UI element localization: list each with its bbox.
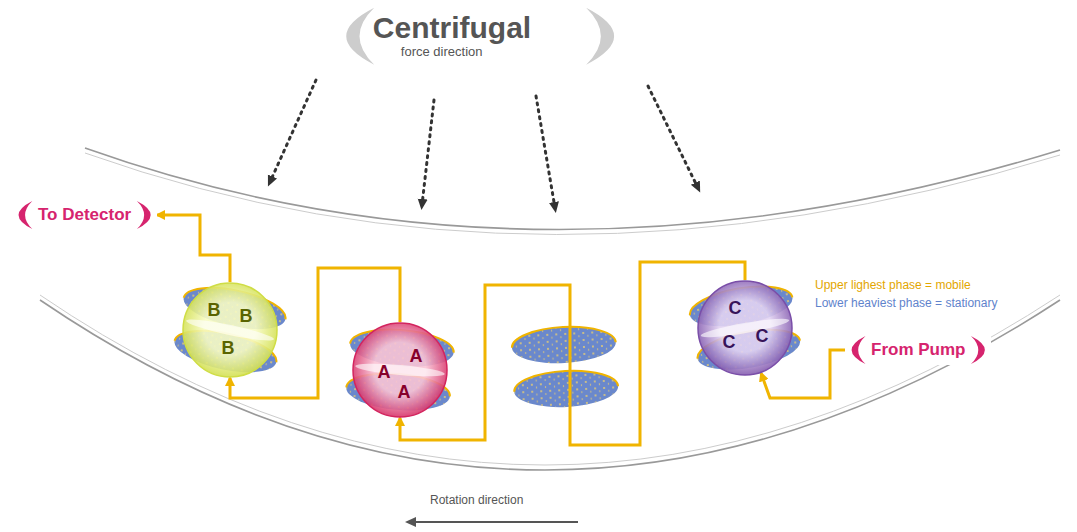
partition-cell bbox=[171, 280, 289, 380]
heading-text: Centrifugal bbox=[373, 12, 531, 44]
port-text: From Pump bbox=[871, 340, 965, 360]
direction-label: Rotation direction bbox=[430, 493, 523, 507]
partition-cell bbox=[511, 324, 619, 409]
phase-letter: B bbox=[222, 338, 235, 359]
phase-droplet: BBB bbox=[182, 282, 278, 378]
rotor-wall bbox=[40, 295, 1060, 465]
phase-letter: C bbox=[729, 298, 742, 319]
rotor-wall bbox=[85, 148, 1060, 230]
legend-text: Upper lighest phase = mobile bbox=[815, 278, 971, 292]
partition-cell bbox=[687, 280, 803, 377]
rotor-wall bbox=[85, 153, 1060, 235]
phase-letter: A bbox=[398, 382, 411, 403]
legend-row: Lower heaviest phase = stationary bbox=[815, 294, 997, 312]
droplet-shape bbox=[697, 280, 793, 376]
flow-tube bbox=[157, 215, 230, 282]
port-text: To Detector bbox=[38, 205, 131, 225]
force-arrow bbox=[270, 80, 698, 208]
subheading-text: force direction bbox=[401, 44, 531, 59]
port-label: To Detector bbox=[12, 200, 157, 230]
force-heading: Centrifugalforce direction bbox=[333, 6, 627, 67]
phase-droplet: AAA bbox=[352, 322, 448, 418]
phase-letter: C bbox=[723, 332, 736, 353]
phase-letter: B bbox=[208, 300, 221, 321]
phase-letter: C bbox=[756, 326, 769, 347]
flow-tube bbox=[400, 262, 745, 445]
legend: Upper lighest phase = mobileLower heavie… bbox=[815, 276, 997, 312]
phase-letter: A bbox=[410, 346, 423, 367]
droplet-shape bbox=[182, 282, 278, 378]
legend-swatch: Lower heaviest phase = stationary bbox=[815, 296, 997, 310]
phase-letter: A bbox=[378, 362, 391, 383]
droplet-shape bbox=[352, 322, 448, 418]
legend-row: Upper lighest phase = mobile bbox=[815, 276, 997, 294]
legend-text: Lower heaviest phase = stationary bbox=[815, 296, 997, 310]
legend-swatch: Upper lighest phase = mobile bbox=[815, 278, 971, 292]
phase-droplet: CCC bbox=[697, 280, 793, 376]
rotation-arrow bbox=[410, 521, 578, 523]
phase-letter: B bbox=[240, 306, 253, 327]
port-label: From Pump bbox=[845, 335, 991, 365]
